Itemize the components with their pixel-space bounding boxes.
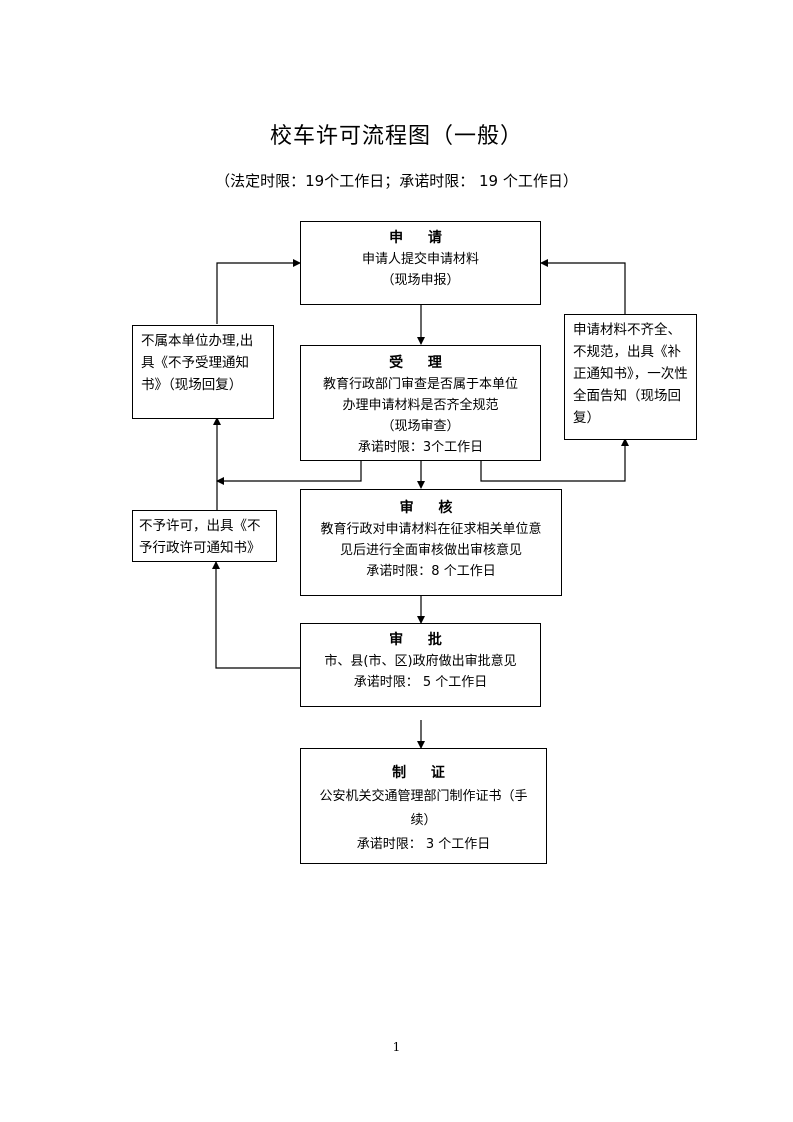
step-line: 市、县(市、区)政府做出审批意见 (324, 654, 517, 669)
step-line: （现场申报） (381, 273, 460, 288)
page-title: 校车许可流程图（一般） (269, 124, 523, 149)
arrow-accept-to-incomplete (480, 438, 629, 482)
step-line: 办理申请材料是否齐全规范 (342, 398, 499, 413)
step-line: 见后进行全面审核做出审核意见 (339, 543, 522, 558)
step-line: 承诺时限：3个工作日 (357, 440, 484, 455)
arrow-approve-to-not-permitted (212, 561, 300, 669)
step-accept: 受 理 教育行政部门审查是否属于本单位 办理申请材料是否齐全规范 （现场审查） … (300, 345, 541, 461)
step-heading: 受 理 (389, 355, 452, 371)
step-heading: 审 核 (399, 500, 463, 516)
step-apply: 申 请 申请人提交申请材料 （现场申报） (300, 221, 541, 305)
step-review: 审 核 教育行政对申请材料在征求相关单位意 见后进行全面审核做出审核意见 承诺时… (300, 489, 562, 596)
step-heading: 制 证 (392, 765, 455, 781)
arrow-incomplete-to-apply (540, 259, 626, 314)
step-line: 公安机关交通管理部门制作证书（手 (319, 789, 528, 804)
note-not-accepted: 不属本单位办理,出具《不予受理通知书》（现场回复） (132, 325, 274, 419)
step-line: 申请人提交申请材料 (361, 252, 479, 267)
step-heading: 申 请 (389, 230, 452, 246)
step-line: 承诺时限： 5 个工作日 (353, 675, 488, 690)
step-approve: 审 批 市、县(市、区)政府做出审批意见 承诺时限： 5 个工作日 (300, 623, 541, 707)
step-heading: 审 批 (389, 632, 452, 648)
arrow-not-accepted-to-apply (216, 259, 301, 324)
step-line: （现场审查） (381, 419, 460, 434)
step-line: 教育行政对申请材料在征求相关单位意 (320, 522, 542, 537)
step-certify: 制 证 公安机关交通管理部门制作证书（手 续） 承诺时限： 3 个工作日 (300, 748, 547, 864)
arrow-accept-to-left-branch (216, 460, 362, 485)
step-line: 教育行政部门审查是否属于本单位 (322, 377, 518, 392)
page-number: 1 (392, 1040, 401, 1054)
note-not-permitted: 不予许可，出具《不予行政许可通知书》 (132, 510, 277, 562)
note-incomplete: 申请材料不齐全、不规范，出具《补正通知书》，一次性全面告知（现场回复） (564, 314, 697, 440)
step-line: 续） (410, 813, 437, 828)
step-line: 承诺时限： 3 个工作日 (356, 837, 491, 852)
time-limit-subtitle: （法定时限：19个工作日；承诺时限： 19 个工作日） (215, 172, 578, 190)
step-line: 承诺时限：8 个工作日 (366, 564, 496, 579)
